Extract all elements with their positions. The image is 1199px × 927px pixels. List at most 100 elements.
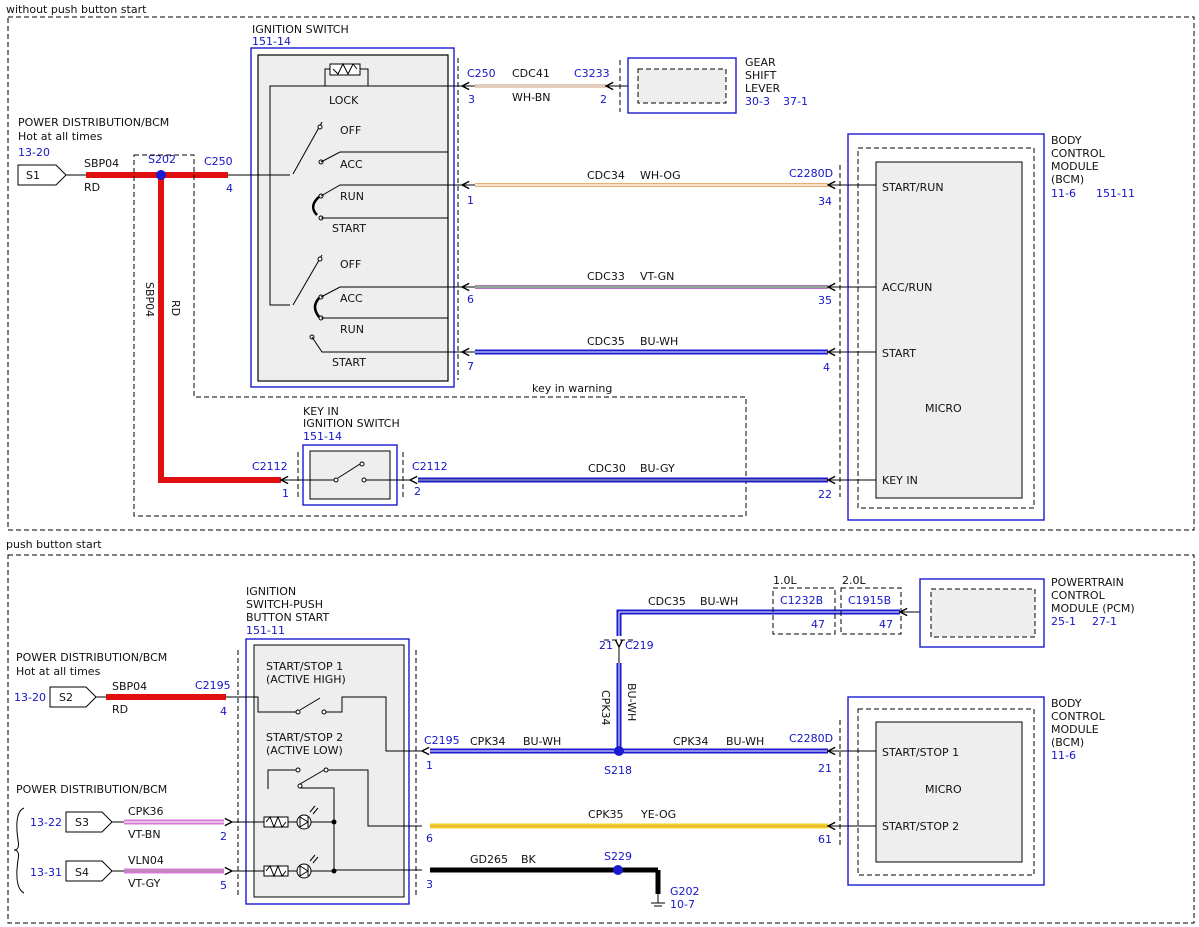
s229-label: S229 — [604, 850, 632, 863]
gear-l3: LEVER — [745, 82, 781, 95]
bcm-bottom-ref: 11-6 — [1051, 749, 1076, 762]
c2195-pin4: 4 — [220, 705, 227, 718]
ipb-l3: BUTTON START — [246, 611, 329, 624]
cpk34-b: CPK34 — [673, 735, 709, 748]
buwh-a: BU-WH — [523, 735, 561, 748]
kis-l1: KEY IN — [303, 405, 339, 418]
cdc34-circuit: CDC34 — [587, 169, 625, 182]
pcm-ref2: 27-1 — [1092, 615, 1117, 628]
pin47b: 47 — [879, 618, 893, 631]
gear-pin2: 2 — [600, 93, 607, 106]
pd-title: POWER DISTRIBUTION/BCM — [18, 116, 169, 129]
vtgy-label: VT-GY — [128, 877, 161, 890]
c2195-a: C2195 — [195, 679, 231, 692]
kis-outer-box — [302, 444, 398, 506]
run-label-2: RUN — [340, 323, 364, 336]
pd1-title: POWER DISTRIBUTION/BCM — [16, 651, 167, 664]
cdc35-circuit: CDC35 — [587, 335, 625, 348]
s229-splice — [613, 865, 623, 875]
acc-label-1: ACC — [340, 158, 363, 171]
c250-label: C250 — [204, 155, 233, 168]
s3-pin2: 2 — [220, 830, 227, 843]
kis-ref: 151-14 — [303, 430, 342, 443]
lock-label: LOCK — [329, 94, 359, 107]
section-top-title: without push button start — [6, 3, 147, 16]
ipb-l2: SWITCH-PUSH — [246, 598, 323, 611]
c219-label: C219 — [625, 639, 654, 652]
cdc34-pin1: 1 — [467, 194, 474, 207]
gd265-label: GD265 — [470, 853, 508, 866]
pcm-l1: POWERTRAIN — [1051, 576, 1124, 589]
bcm-top-l2: CONTROL — [1051, 147, 1106, 160]
g202-label: G202 — [670, 885, 700, 898]
start-label-2: START — [332, 356, 366, 369]
bcm-top-outer — [847, 133, 1045, 521]
rd-vertical: RD — [169, 300, 182, 316]
cpk35-label: CPK35 — [588, 808, 624, 821]
buwh-vertical: BU-WH — [625, 683, 638, 721]
kis-c2112-left: C2112 — [252, 460, 288, 473]
s1-label: S1 — [26, 169, 40, 182]
pcm-ref1: 25-1 — [1051, 615, 1076, 628]
c2195-pin1: 1 — [426, 759, 433, 772]
cdc35-color: BU-WH — [640, 335, 678, 348]
pd2-title: POWER DISTRIBUTION/BCM — [16, 783, 167, 796]
s3-connector — [65, 811, 113, 833]
c2280d-top: C2280D — [789, 167, 833, 180]
cpk35-pin6: 6 — [426, 832, 433, 845]
gear-l2: SHIFT — [745, 69, 777, 82]
kis-pin2: 2 — [414, 485, 421, 498]
bk-label: BK — [521, 853, 537, 866]
yeog-label: YE-OG — [640, 808, 676, 821]
s4-pin5: 5 — [220, 879, 227, 892]
c2195-b: C2195 — [424, 734, 460, 747]
s4-ref: 13-31 — [30, 866, 62, 879]
bcm-bottom-ss1: START/STOP 1 — [882, 746, 959, 759]
pcm-l2: CONTROL — [1051, 589, 1106, 602]
sbp04-bottom-label: SBP04 — [112, 680, 147, 693]
pcm-l3: MODULE (PCM) — [1051, 602, 1135, 615]
bcm-top-ref2: 151-11 — [1096, 187, 1135, 200]
section-bottom-title: push button start — [6, 538, 102, 551]
gear-circuit: CDC41 — [512, 67, 550, 80]
gear-c250: C250 — [467, 67, 496, 80]
s3-label: S3 — [75, 816, 89, 829]
ign-title: IGNITION SWITCH — [252, 23, 349, 36]
s2-label: S2 — [59, 691, 73, 704]
bcm-bottom-ss2: START/STOP 2 — [882, 820, 959, 833]
ss1-l1: START/STOP 1 — [266, 660, 343, 673]
ss2-l2: (ACTIVE LOW) — [266, 744, 343, 757]
ign-ref: 151-14 — [252, 35, 291, 48]
bcm-bottom-l3: MODULE — [1051, 723, 1099, 736]
ipb-ref: 151-11 — [246, 624, 285, 637]
rd-bottom-label: RD — [112, 703, 128, 716]
cdc30-circuit: CDC30 — [588, 462, 626, 475]
section-top-frame — [7, 16, 1195, 531]
s202-label: S202 — [148, 153, 176, 166]
eng1: 1.0L — [773, 574, 797, 587]
cdc30-pin22: 22 — [818, 488, 832, 501]
section-bottom-frame — [7, 554, 1195, 924]
cdc34-color: WH-OG — [640, 169, 681, 182]
sbp04-vertical: SBP04 — [143, 282, 156, 317]
pcm-outer-box — [919, 578, 1045, 648]
ign-internal-wiring — [236, 85, 462, 306]
vln04-label: VLN04 — [128, 854, 164, 867]
kis-l2: IGNITION SWITCH — [303, 417, 400, 430]
buwh-c: BU-WH — [700, 595, 738, 608]
bcm-top-start: START — [882, 347, 916, 360]
off-label-1: OFF — [340, 124, 361, 137]
run-label-1: RUN — [340, 190, 364, 203]
sbp04-label: SBP04 — [84, 157, 119, 170]
bcm-bottom-outer — [847, 696, 1045, 886]
buwh-b: BU-WH — [726, 735, 764, 748]
kis-pin1: 1 — [282, 487, 289, 500]
cdc30-color: BU-GY — [640, 462, 675, 475]
gd265-pin3: 3 — [426, 878, 433, 891]
kis-c2112-right: C2112 — [412, 460, 448, 473]
bcm-top-micro: MICRO — [925, 402, 962, 415]
pin47a: 47 — [811, 618, 825, 631]
s218-splice — [614, 746, 624, 756]
ss2-l1: START/STOP 2 — [266, 731, 343, 744]
acc-label-2: ACC — [340, 292, 363, 305]
